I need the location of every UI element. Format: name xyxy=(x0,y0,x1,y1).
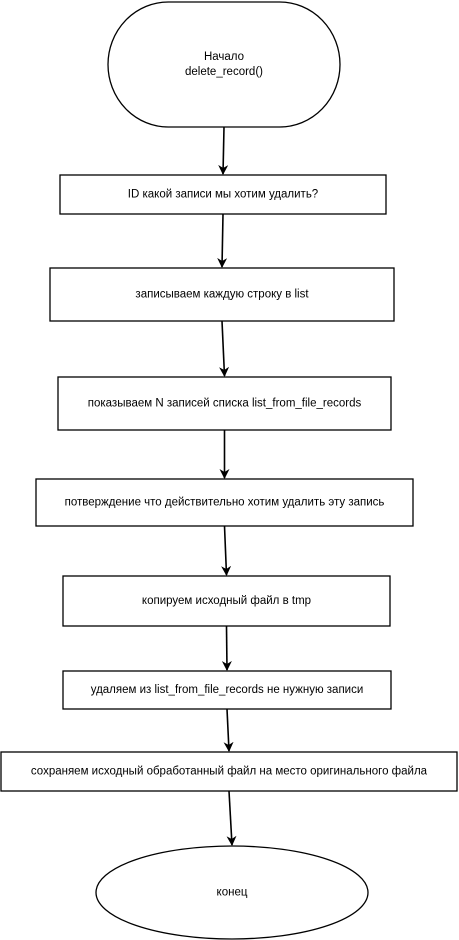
flow-node-remove-records: удаляем из list_from_file_records не нуж… xyxy=(62,670,392,710)
flow-arrow-start-to-ask-id xyxy=(218,126,229,175)
flow-arrow-confirm-to-copy-tmp xyxy=(221,525,232,576)
node-label: конец xyxy=(217,887,248,899)
process-box-shape xyxy=(35,478,414,527)
flow-node-save-file: сохраняем исходный обработанный файл на … xyxy=(0,751,458,792)
node-label: потверждение что действительно хотим уда… xyxy=(65,497,385,509)
node-label: записываем каждую строку в list xyxy=(135,289,309,301)
process-box-shape xyxy=(57,376,392,431)
flow-node-ask-id: ID какой записи мы хотим удалить? xyxy=(59,174,387,215)
terminator-shape xyxy=(107,1,341,128)
flow-node-confirm: потверждение что действительно хотим уда… xyxy=(35,478,414,527)
flow-node-show-records: показываем N записей списка list_from_fi… xyxy=(57,376,392,431)
process-box-shape xyxy=(62,575,391,627)
edges-layer xyxy=(217,126,237,846)
node-label: показываем N записей списка list_from_fi… xyxy=(88,398,362,410)
node-label: delete_record() xyxy=(185,66,263,78)
node-label: сохраняем исходный обработанный файл на … xyxy=(31,766,428,778)
process-box-shape xyxy=(49,267,395,322)
end-ellipse-shape xyxy=(95,845,369,940)
flow-arrow-write-lines-to-show-records xyxy=(219,320,230,377)
flow-node-write-lines: записываем каждую строку в list xyxy=(49,267,395,322)
flow-node-start: Начало delete_record() xyxy=(107,1,341,128)
node-label: ID какой записи мы хотим удалить? xyxy=(128,189,318,201)
node-label: копируем исходный файл в tmp xyxy=(142,595,311,607)
flow-node-copy-tmp: копируем исходный файл в tmp xyxy=(62,575,391,627)
flow-node-end: конец xyxy=(95,845,369,940)
flow-arrow-copy-tmp-to-remove-records xyxy=(221,625,232,671)
process-box-shape xyxy=(0,751,458,792)
process-box-shape xyxy=(62,670,392,710)
node-label: удаляем из list_from_file_records не нуж… xyxy=(91,684,364,696)
flow-arrow-ask-id-to-write-lines xyxy=(217,213,228,268)
flow-arrow-save-file-to-end xyxy=(226,790,237,846)
process-box-shape xyxy=(59,174,387,215)
flow-arrow-remove-records-to-save-file xyxy=(223,708,234,752)
node-label: Начало xyxy=(204,51,244,63)
